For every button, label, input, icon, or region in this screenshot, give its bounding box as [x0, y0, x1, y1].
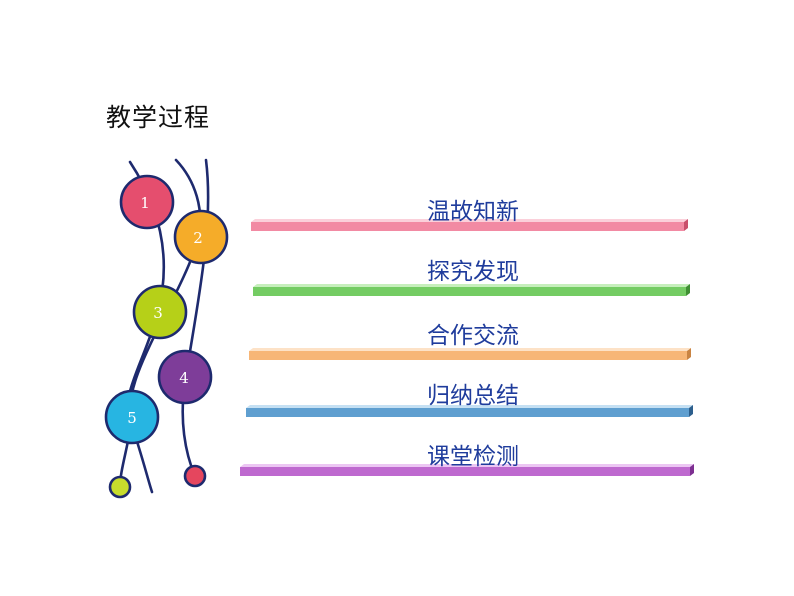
step-circle-1[interactable]: 1 — [119, 174, 175, 230]
step-label-2[interactable]: 探究发现 — [427, 259, 519, 285]
step-circle-2[interactable]: 2 — [173, 209, 229, 265]
end-dot — [183, 464, 207, 488]
step-bar-4 — [246, 405, 693, 417]
step-circle-bg — [119, 174, 175, 230]
step-number: 3 — [153, 304, 163, 322]
connector-curve — [126, 160, 166, 494]
step-circle-5[interactable]: 5 — [104, 389, 160, 445]
step-circle-bg — [173, 209, 229, 265]
step-number: 5 — [127, 409, 137, 427]
step-number: 4 — [179, 369, 189, 387]
step-circle-3[interactable]: 3 — [132, 284, 188, 340]
step-label-4[interactable]: 归纳总结 — [427, 383, 519, 409]
step-label-3[interactable]: 合作交流 — [427, 323, 519, 349]
step-number: 2 — [193, 229, 203, 247]
step-circle-4[interactable]: 4 — [157, 349, 213, 405]
end-dot — [108, 475, 132, 499]
step-bar-1 — [251, 219, 688, 231]
step-circle-bg — [104, 389, 160, 445]
step-bar-3 — [249, 348, 691, 360]
step-label-5[interactable]: 课堂检测 — [427, 444, 519, 470]
step-bar-5 — [240, 464, 694, 476]
step-number: 1 — [140, 194, 150, 212]
step-bar-2 — [253, 284, 690, 296]
step-circle-bg — [157, 349, 213, 405]
page-title: 教学过程 — [106, 103, 211, 132]
step-label-1[interactable]: 温故知新 — [427, 199, 519, 225]
step-circle-bg — [132, 284, 188, 340]
